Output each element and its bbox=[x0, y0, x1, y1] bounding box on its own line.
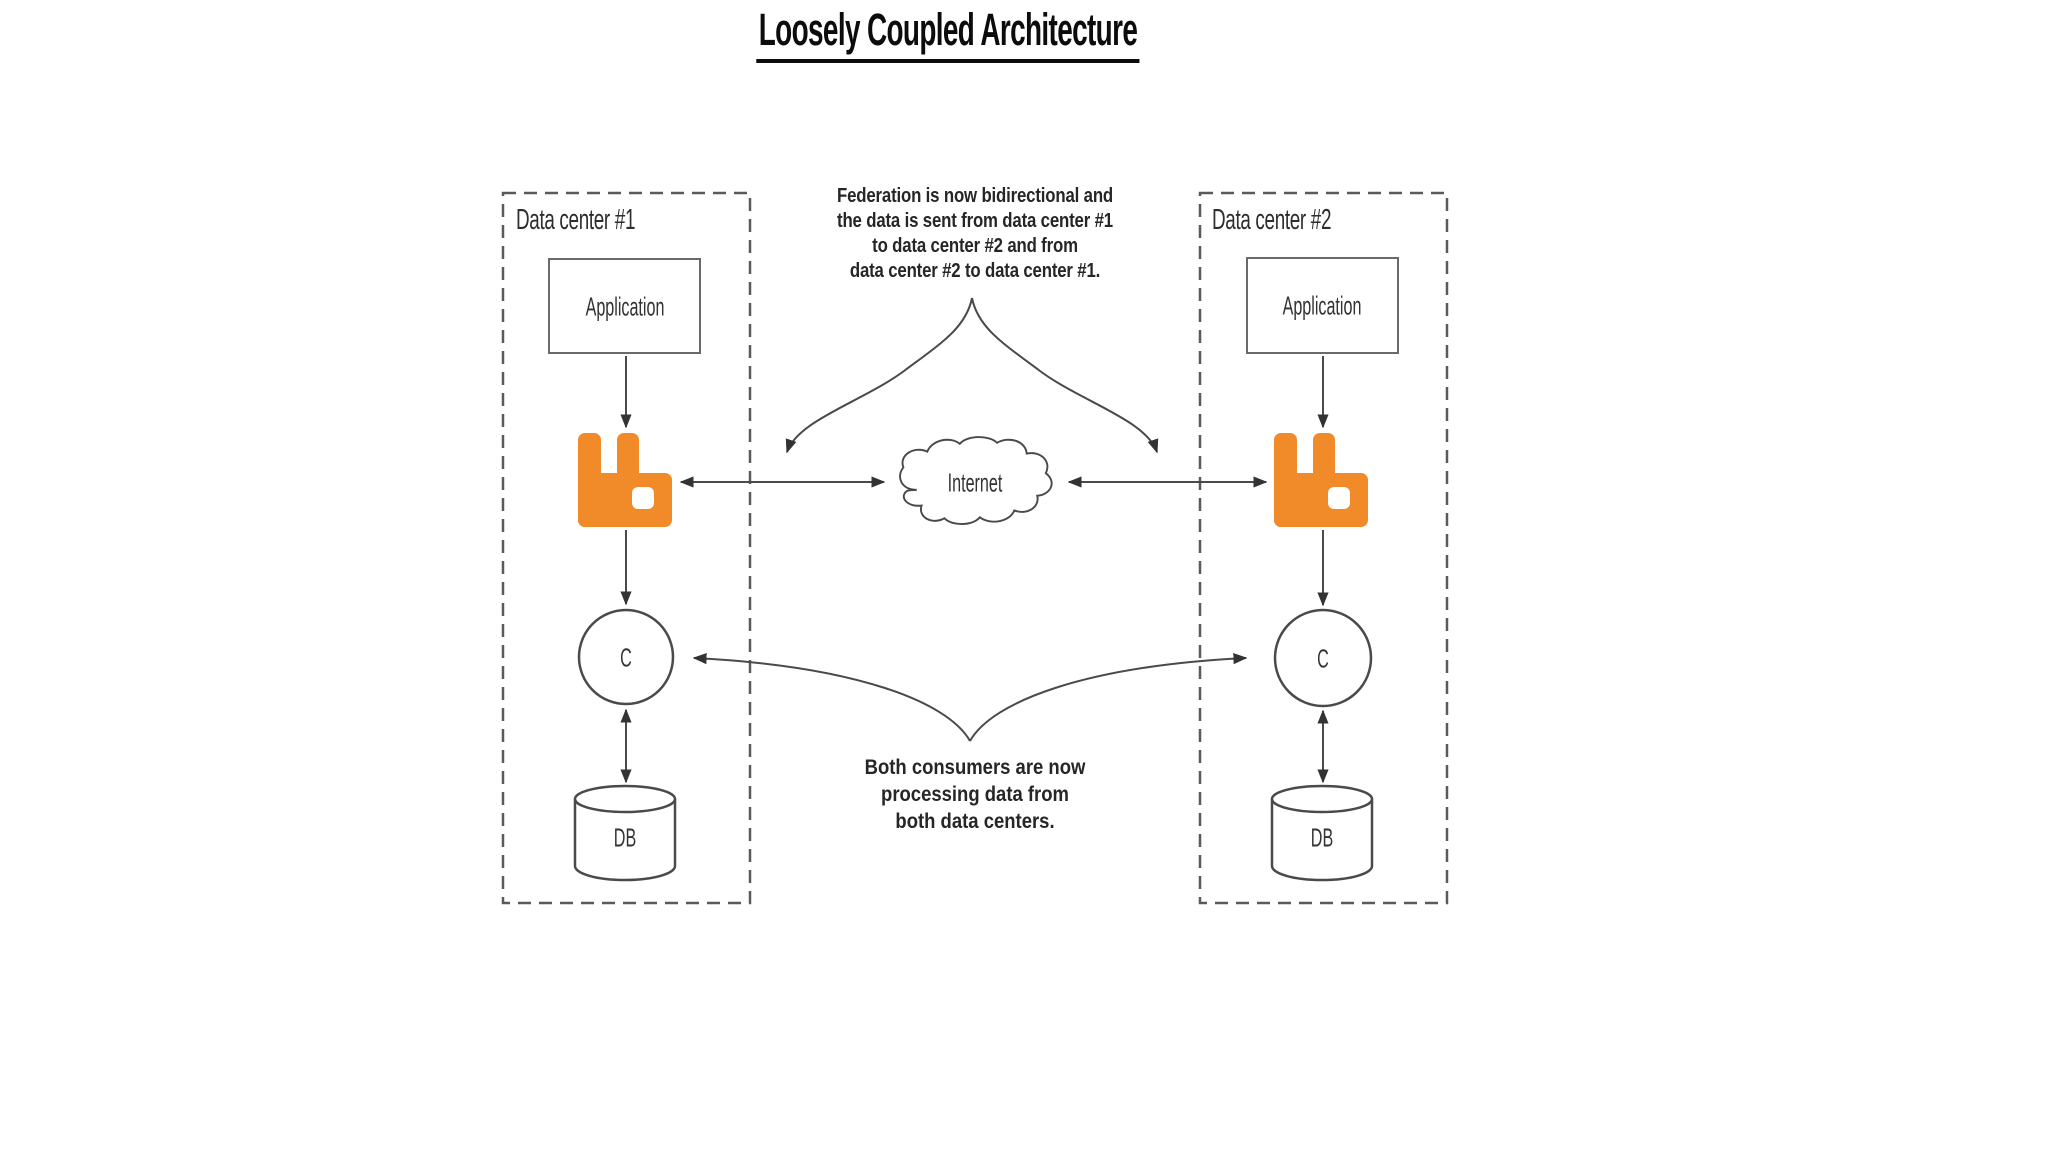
consumer-1-label: C bbox=[620, 642, 632, 673]
consumer-2-label: C bbox=[1317, 643, 1329, 674]
broker-2-icon-hole bbox=[1328, 487, 1350, 509]
internet-cloud-icon bbox=[899, 436, 1053, 526]
database-1-cylinder bbox=[573, 784, 677, 882]
application-1-box bbox=[548, 258, 701, 354]
datacenter-2-boundary bbox=[1198, 191, 1449, 905]
rabbitmq-broker-1-icon bbox=[578, 433, 672, 527]
federation-annotation: Federation is now bidirectional and the … bbox=[836, 185, 1114, 282]
consumer-1-circle bbox=[577, 608, 675, 706]
consumers-annotation: Both consumers are now processing data f… bbox=[864, 756, 1086, 833]
application-2-box bbox=[1246, 257, 1399, 354]
broker-1-icon-hole bbox=[632, 487, 654, 509]
consumers-callout-left-curve bbox=[692, 653, 971, 742]
consumers-callout-right-curve bbox=[969, 653, 1248, 742]
rabbitmq-broker-2-icon bbox=[1274, 433, 1368, 527]
application-2-label: Application bbox=[1282, 290, 1362, 321]
page-title: Loosely Coupled Architecture bbox=[639, 4, 1257, 63]
datacenter-1-boundary bbox=[501, 191, 752, 905]
internet-label: Internet bbox=[947, 467, 1003, 498]
database-2-cylinder bbox=[1270, 784, 1374, 882]
federation-callout-left-curve bbox=[785, 297, 973, 454]
datacenter-2-label: Data center #2 bbox=[1212, 204, 1332, 236]
database-1-label: DB bbox=[613, 822, 637, 853]
application-1-label: Application bbox=[585, 291, 665, 322]
database-2-label: DB bbox=[1310, 822, 1334, 853]
federation-callout-right-curve bbox=[971, 297, 1159, 454]
consumer-2-circle bbox=[1273, 608, 1373, 708]
datacenter-1-label: Data center #1 bbox=[516, 204, 636, 236]
